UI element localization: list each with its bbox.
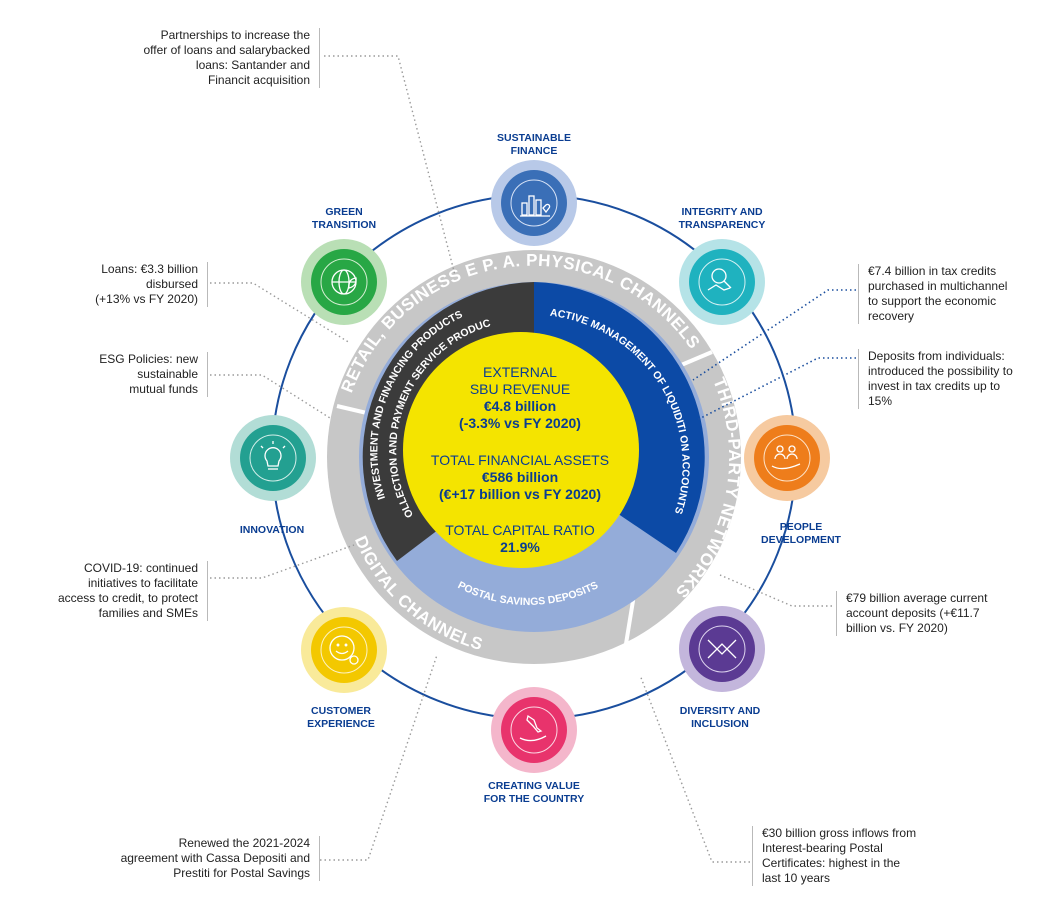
pillar-customer-experience — [301, 607, 387, 693]
pillar-sustainable-finance — [491, 160, 577, 246]
center-circle — [403, 332, 639, 568]
pillar-diversity-inclusion — [679, 606, 765, 692]
italy-hand-icon — [519, 714, 547, 742]
center-capital: TOTAL CAPITAL RATIO 21.9% — [445, 522, 595, 555]
joined-hands-icon — [707, 639, 737, 659]
leader-lines — [210, 55, 832, 863]
pillar-title-innovation: INNOVATION — [239, 524, 305, 536]
smiley-icon — [329, 635, 359, 665]
chart-heart-icon — [520, 195, 551, 217]
pillar-people-development — [744, 415, 830, 501]
center-assets: TOTAL FINANCIAL ASSETS €586 billion (€+1… — [430, 452, 610, 502]
pillar-creating-value — [491, 687, 577, 773]
handshake-icon — [707, 268, 732, 291]
leader-lines-blue — [692, 289, 856, 421]
people-hand-icon — [771, 445, 801, 470]
center-revenue: EXTERNAL SBU REVENUE €4.8 billion (-3.3%… — [459, 364, 581, 431]
globe-leaf-icon — [331, 269, 357, 295]
pillar-innovation — [230, 415, 316, 501]
lightbulb-icon — [260, 441, 286, 470]
pillar-green-transition — [301, 239, 387, 325]
pillar-integrity-transparency — [679, 239, 765, 325]
note-deposits-individuals: Deposits from individuals:introduced the… — [858, 349, 1013, 409]
